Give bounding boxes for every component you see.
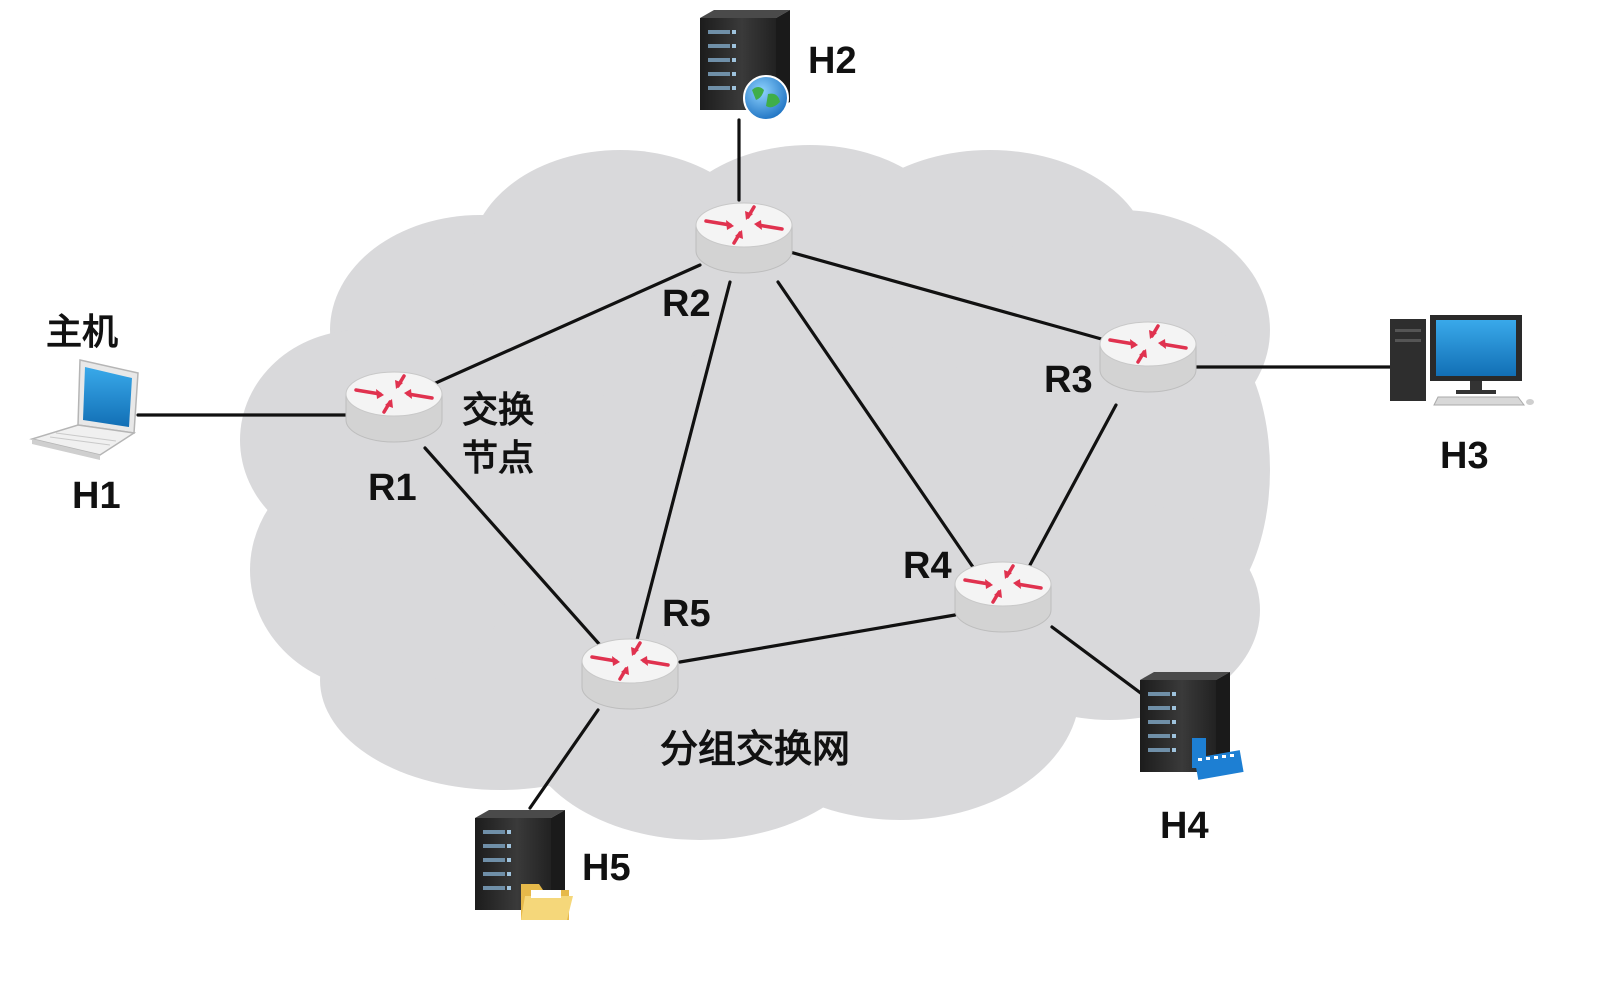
laptop-icon xyxy=(29,359,139,460)
switch-node-label-line1: 交换 xyxy=(462,389,534,431)
network-label: 分组交换网 xyxy=(660,727,850,771)
link-r3-r4 xyxy=(1028,403,1118,567)
router-label-r2: R2 xyxy=(662,283,711,325)
router-label-r3: R3 xyxy=(1044,359,1093,401)
host-label-h4: H4 xyxy=(1160,805,1209,847)
desktop-computer-icon xyxy=(1390,315,1534,406)
router-r2 xyxy=(694,201,794,275)
router-r3 xyxy=(1098,320,1198,394)
folder-icon xyxy=(521,884,573,920)
host-caption: 主机 xyxy=(46,312,118,353)
router-label-r5: R5 xyxy=(662,593,711,635)
link-r5-h5 xyxy=(528,708,600,810)
link-r5-r4 xyxy=(678,613,957,664)
host-label-h1: H1 xyxy=(72,475,121,517)
router-r5 xyxy=(580,637,680,711)
host-label-h2: H2 xyxy=(808,40,857,82)
network-links xyxy=(136,118,1402,810)
file-server-icon xyxy=(475,810,573,920)
globe-icon xyxy=(743,75,789,121)
packet-switching-network-cloud xyxy=(240,145,1270,840)
link-r2-r4 xyxy=(776,280,977,572)
link-r1-r2 xyxy=(418,263,702,392)
host-label-h5: H5 xyxy=(582,847,631,889)
video-server-icon xyxy=(1140,672,1244,780)
switch-node-label-line2: 节点 xyxy=(462,438,534,479)
router-label-r4: R4 xyxy=(903,545,952,587)
router-label-r1: R1 xyxy=(368,467,417,509)
link-r1-r5 xyxy=(423,446,602,647)
link-r2-r5 xyxy=(635,280,732,642)
host-label-h3: H3 xyxy=(1440,435,1489,477)
web-server-icon xyxy=(700,10,790,121)
link-r2-r3 xyxy=(788,250,1107,342)
router-r1 xyxy=(344,370,444,444)
router-r4 xyxy=(953,560,1053,634)
film-strip-icon xyxy=(1192,738,1244,780)
link-r4-h4 xyxy=(1050,625,1152,702)
